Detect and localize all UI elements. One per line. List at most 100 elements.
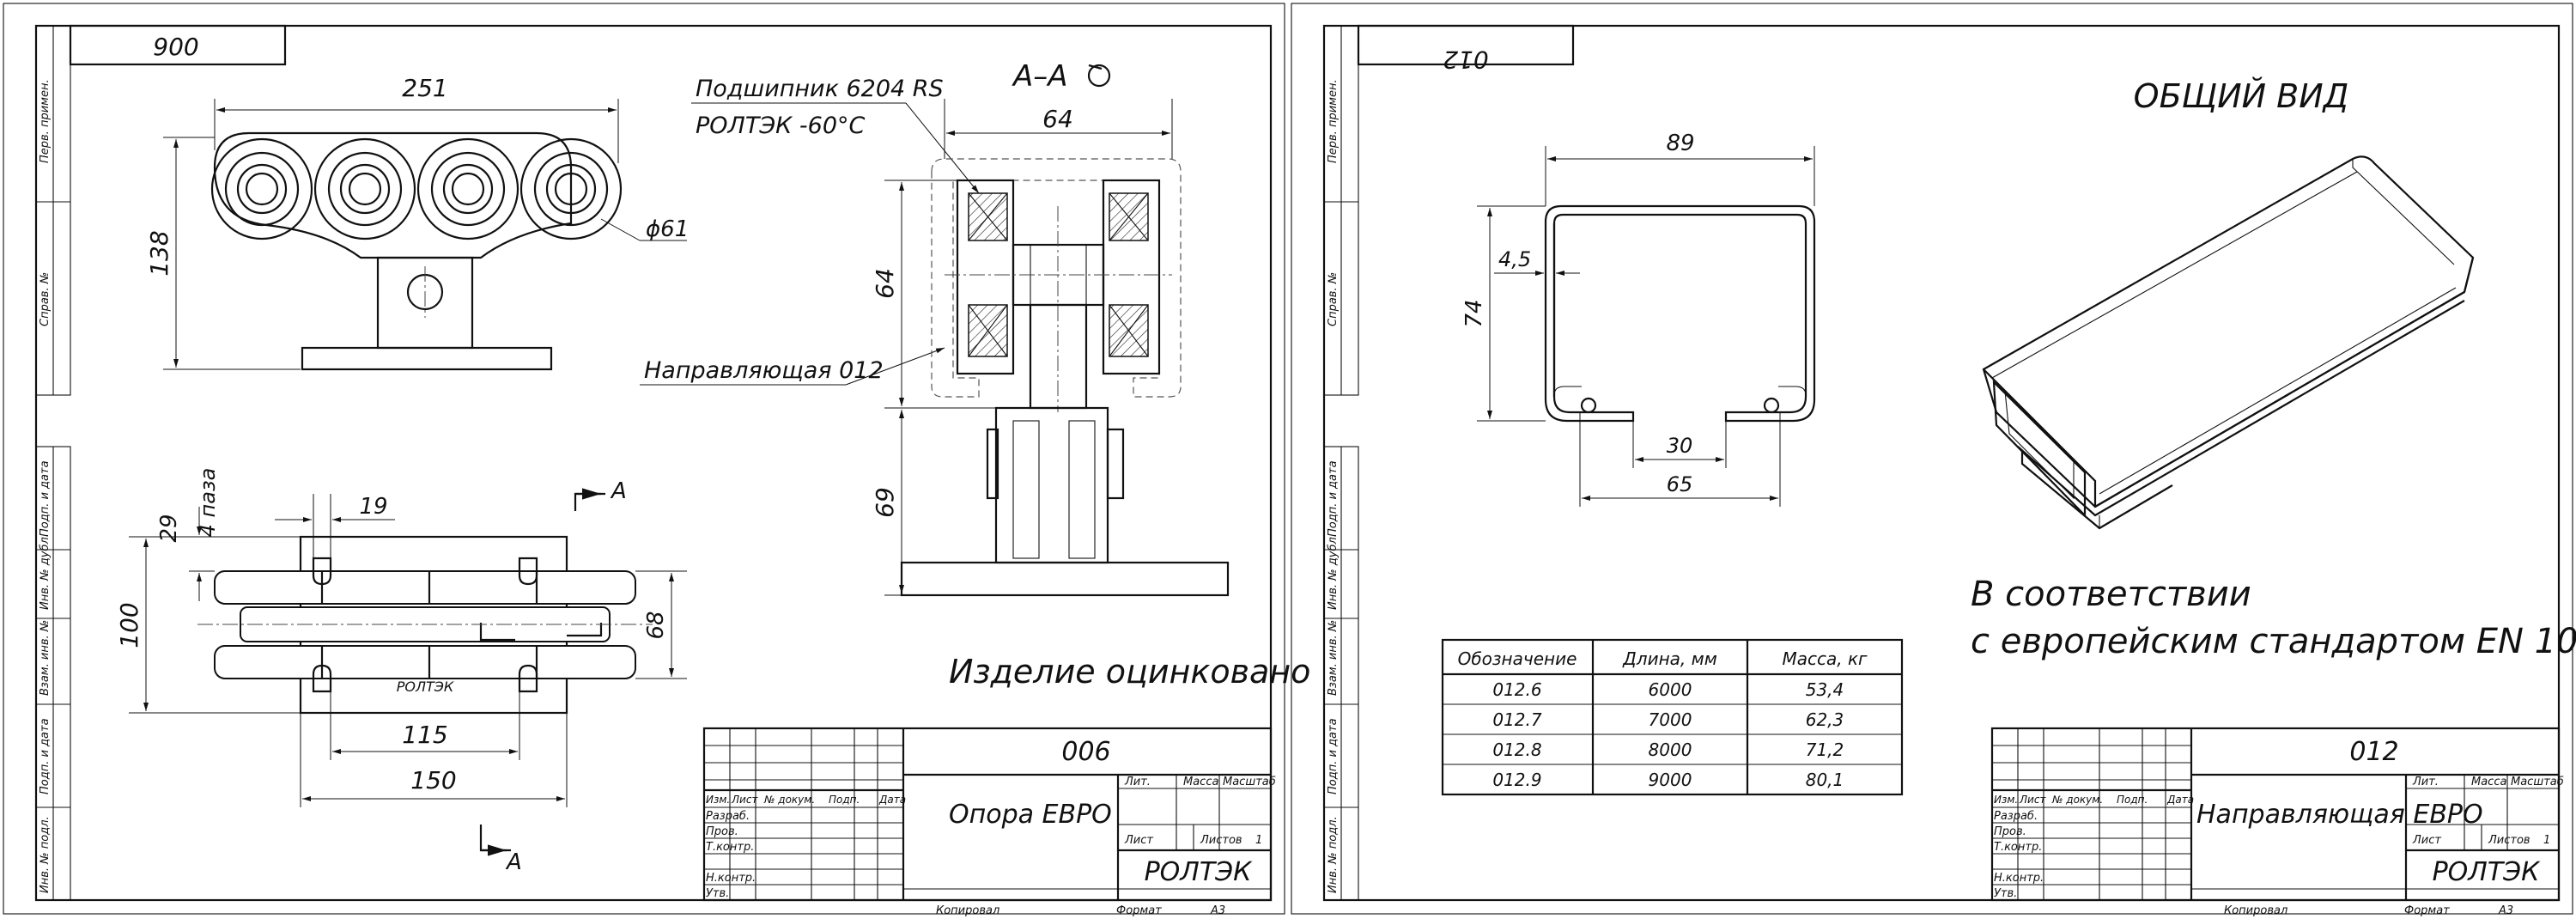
sheet-label: Лист <box>2412 834 2441 847</box>
profile-height-dim: 74 <box>1461 299 1487 327</box>
margin-label-sign-date-1: Подп. и дата <box>1327 460 1340 537</box>
role-approved: Утв. <box>706 887 729 900</box>
role-checker: Пров. <box>706 825 738 838</box>
format-value: А3 <box>1210 904 1225 917</box>
right-product-name: Направляющая ЕВРО <box>2196 800 2483 830</box>
plate-brand: РОЛТЭК <box>397 679 454 695</box>
right-doc-code: 012 <box>2349 737 2398 767</box>
col-header-sheet: Лист <box>2019 794 2046 806</box>
standard-line1: В соответствии <box>1971 575 2251 614</box>
role-approved: Утв. <box>1994 887 2017 900</box>
mass-label: Масса <box>1183 776 1218 788</box>
role-tech-control: Т.контр. <box>706 841 754 854</box>
right-corner-code-box <box>1357 24 1575 66</box>
left-product-name: Опора ЕВРО <box>949 800 1112 830</box>
left-corner-code: 900 <box>153 33 198 61</box>
bearing-callout-line1: Подшипник 6204 RS <box>696 76 944 102</box>
format-value: А3 <box>2498 904 2513 917</box>
col-header-date: Дата <box>2166 794 2194 806</box>
left-company: РОЛТЭК <box>1145 857 1254 887</box>
table-header-mass: Масса, кг <box>1782 648 1868 669</box>
col-header-docnum: № докум. <box>763 794 815 806</box>
plan-inner-height-dim: 68 <box>643 611 669 639</box>
top-view-height-dim: 138 <box>145 230 173 276</box>
section-marker-top: А <box>610 478 627 504</box>
profile-bottom-width-dim: 65 <box>1667 472 1693 496</box>
role-tech-control: Т.контр. <box>1994 841 2042 854</box>
table-cell: 8000 <box>1649 739 1692 760</box>
col-header-sign: Подп. <box>2117 794 2148 806</box>
section-view: А–А <box>871 59 1230 597</box>
table-cell: 012.9 <box>1492 770 1541 790</box>
right-outer-border <box>1291 3 2573 915</box>
col-header-rev: Изм. <box>706 794 730 806</box>
mass-label: Масса <box>2471 776 2506 788</box>
section-lower-height-dim: 69 <box>871 487 899 518</box>
margin-label-sign-date-2: Подп. и дата <box>39 718 52 794</box>
left-title-block: Изм. Лист № докум. Подп. Дата Разраб. Пр… <box>702 727 1276 917</box>
left-inner-frame <box>34 24 1273 902</box>
role-checker: Пров. <box>1994 825 2026 838</box>
galvanized-note: Изделие оцинковано <box>949 653 1310 691</box>
role-norm-control: Н.контр. <box>706 872 756 885</box>
right-corner-code: 012 <box>1443 46 1488 74</box>
margin-label-dup-inv: Инв. № дубл. <box>1327 533 1340 610</box>
margin-label-first-use: Перв. примен. <box>39 79 52 163</box>
left-outer-border <box>3 3 1285 915</box>
left-callouts: Подшипник 6204 RS РОЛТЭК -60°С Направляю… <box>640 76 980 386</box>
col-header-date: Дата <box>878 794 906 806</box>
format-label: Формат <box>2404 904 2450 917</box>
copied-label: Копировал <box>936 904 999 917</box>
top-view-width-dim: 251 <box>402 74 447 102</box>
plan-height-dim: 100 <box>115 602 143 648</box>
profile-width-dim: 89 <box>1666 131 1694 156</box>
sheets-label: Листов <box>1200 834 1242 847</box>
col-header-sheet: Лист <box>731 794 758 806</box>
right-company: РОЛТЭК <box>2433 857 2542 887</box>
section-width-dim: 64 <box>1042 105 1073 133</box>
margin-label-sign-date-1: Подп. и дата <box>39 460 52 537</box>
margin-label-replace-inv: Взам. инв. № <box>1327 620 1340 696</box>
margin-label-orig-inv: Инв. № подл. <box>39 816 52 893</box>
sheets-count: 1 <box>1255 834 1262 847</box>
sheet-label: Лист <box>1124 834 1153 847</box>
margin-label-orig-inv: Инв. № подл. <box>1327 816 1340 893</box>
col-header-sign: Подп. <box>829 794 860 806</box>
left-corner-code-box <box>69 24 287 66</box>
offset-dim: 29 <box>156 514 182 542</box>
slot-width-dim: 19 <box>359 494 387 520</box>
sheets-count: 1 <box>2543 834 2550 847</box>
scale-label: Масштаб <box>2511 776 2564 788</box>
margin-label-reference: Справ. № <box>1327 272 1340 326</box>
profile-thickness-dim: 4,5 <box>1498 247 1531 271</box>
table-cell: 53,4 <box>1806 679 1844 700</box>
slots-count: 4 паза <box>196 468 220 538</box>
table-cell: 7000 <box>1649 709 1692 730</box>
section-marker-bottom: А <box>505 849 522 875</box>
margin-label-sign-date-2: Подп. и дата <box>1327 718 1340 794</box>
plan-view: РОЛТЭК 19 29 4 паза 100 68 115 <box>115 468 687 875</box>
profile-section: 89 4,5 74 30 65 <box>1461 131 1816 507</box>
right-margin-strip: Перв. примен. Справ. № Подп. и дата Инв.… <box>1323 25 1359 901</box>
table-cell: 6000 <box>1649 679 1692 700</box>
table-cell: 012.8 <box>1492 739 1541 760</box>
table-cell: 80,1 <box>1806 770 1844 790</box>
margin-label-dup-inv: Инв. № дубл. <box>39 533 52 610</box>
top-view-wheels <box>210 137 623 240</box>
section-upper-height-dim: 64 <box>871 268 899 299</box>
section-label: А–А <box>1012 59 1068 94</box>
variants-table: Обозначение Длина, мм Масса, кг 012.6 60… <box>1441 638 1904 796</box>
left-doc-code: 006 <box>1061 737 1110 767</box>
right-title-block: Изм. Лист № докум. Подп. Дата Разраб. Пр… <box>1990 727 2564 917</box>
isometric-rail <box>1982 155 2475 530</box>
left-sheet: Перв. примен. Справ. № Подп. и дата Инв.… <box>3 3 1310 917</box>
wheel-diameter-dim: ϕ61 <box>646 216 689 242</box>
base-width-dim: 150 <box>410 766 456 794</box>
table-cell: 012.6 <box>1492 679 1541 700</box>
role-developer: Разраб. <box>706 810 750 823</box>
scale-label: Масштаб <box>1223 776 1276 788</box>
bearing-callout-line2: РОЛТЭК -60°С <box>696 113 866 139</box>
general-view-title: ОБЩИЙ ВИД <box>2134 77 2349 115</box>
right-sheet: Перв. примен. Справ. № Подп. и дата Инв.… <box>1291 3 2576 917</box>
